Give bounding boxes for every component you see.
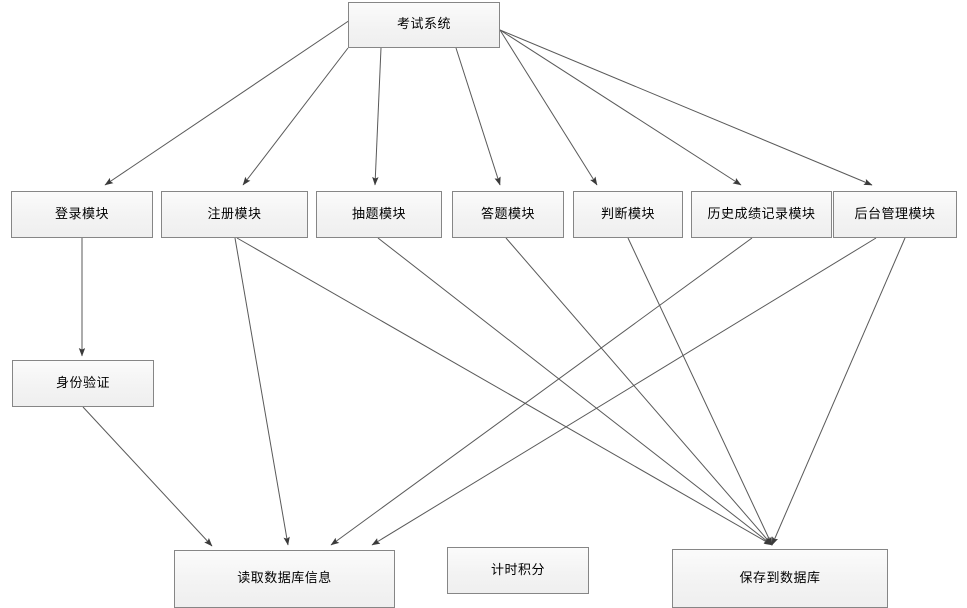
edge-backend-admin-to-save-db [771,237,906,546]
edge-exam-system-to-answer [455,47,501,186]
edge-judge-to-save-db [627,237,773,546]
node-label-backend-admin: 后台管理模块 [854,206,936,222]
node-save-db[interactable]: 保存到数据库 [672,549,888,608]
node-label-judge: 判断模块 [600,206,655,222]
node-label-exam-system: 考试系统 [396,17,451,33]
edge-identity-auth-to-read-db [82,406,213,547]
node-label-timing-score: 计时积分 [490,562,545,578]
edge-question-draw-to-save-db [377,237,773,546]
node-label-question-draw: 抽题模块 [351,206,406,222]
edge-history-score-to-read-db [330,237,753,546]
edge-register-to-read-db [234,237,290,546]
edge-exam-system-to-register [242,47,349,186]
edge-exam-system-to-backend-admin [499,29,873,186]
node-identity-auth[interactable]: 身份验证 [12,360,154,407]
node-label-identity-auth: 身份验证 [55,375,110,391]
edge-register-to-save-db [236,237,773,546]
node-timing-score[interactable]: 计时积分 [447,547,589,594]
edge-exam-system-to-question-draw [372,47,382,186]
node-exam-system[interactable]: 考试系统 [348,2,500,48]
edge-backend-admin-to-read-db [371,237,877,546]
node-label-history-score: 历史成绩记录模块 [707,206,816,222]
node-login[interactable]: 登录模块 [11,191,153,238]
node-backend-admin[interactable]: 后台管理模块 [833,191,957,238]
node-label-answer: 答题模块 [480,206,535,222]
node-label-save-db: 保存到数据库 [739,570,821,586]
node-register[interactable]: 注册模块 [161,191,308,238]
edge-exam-system-to-history-score [499,29,742,186]
edge-exam-system-to-judge [499,29,598,186]
node-history-score[interactable]: 历史成绩记录模块 [691,191,832,238]
node-judge[interactable]: 判断模块 [573,191,683,238]
node-label-read-db: 读取数据库信息 [237,571,332,587]
edge-group [78,19,906,547]
node-label-register: 注册模块 [207,206,262,222]
node-answer[interactable]: 答题模块 [452,191,564,238]
edge-exam-system-to-login [104,19,351,186]
node-read-db[interactable]: 读取数据库信息 [174,550,395,608]
node-label-login: 登录模块 [54,206,109,222]
node-question-draw[interactable]: 抽题模块 [316,191,442,238]
edge-answer-to-save-db [505,237,773,546]
